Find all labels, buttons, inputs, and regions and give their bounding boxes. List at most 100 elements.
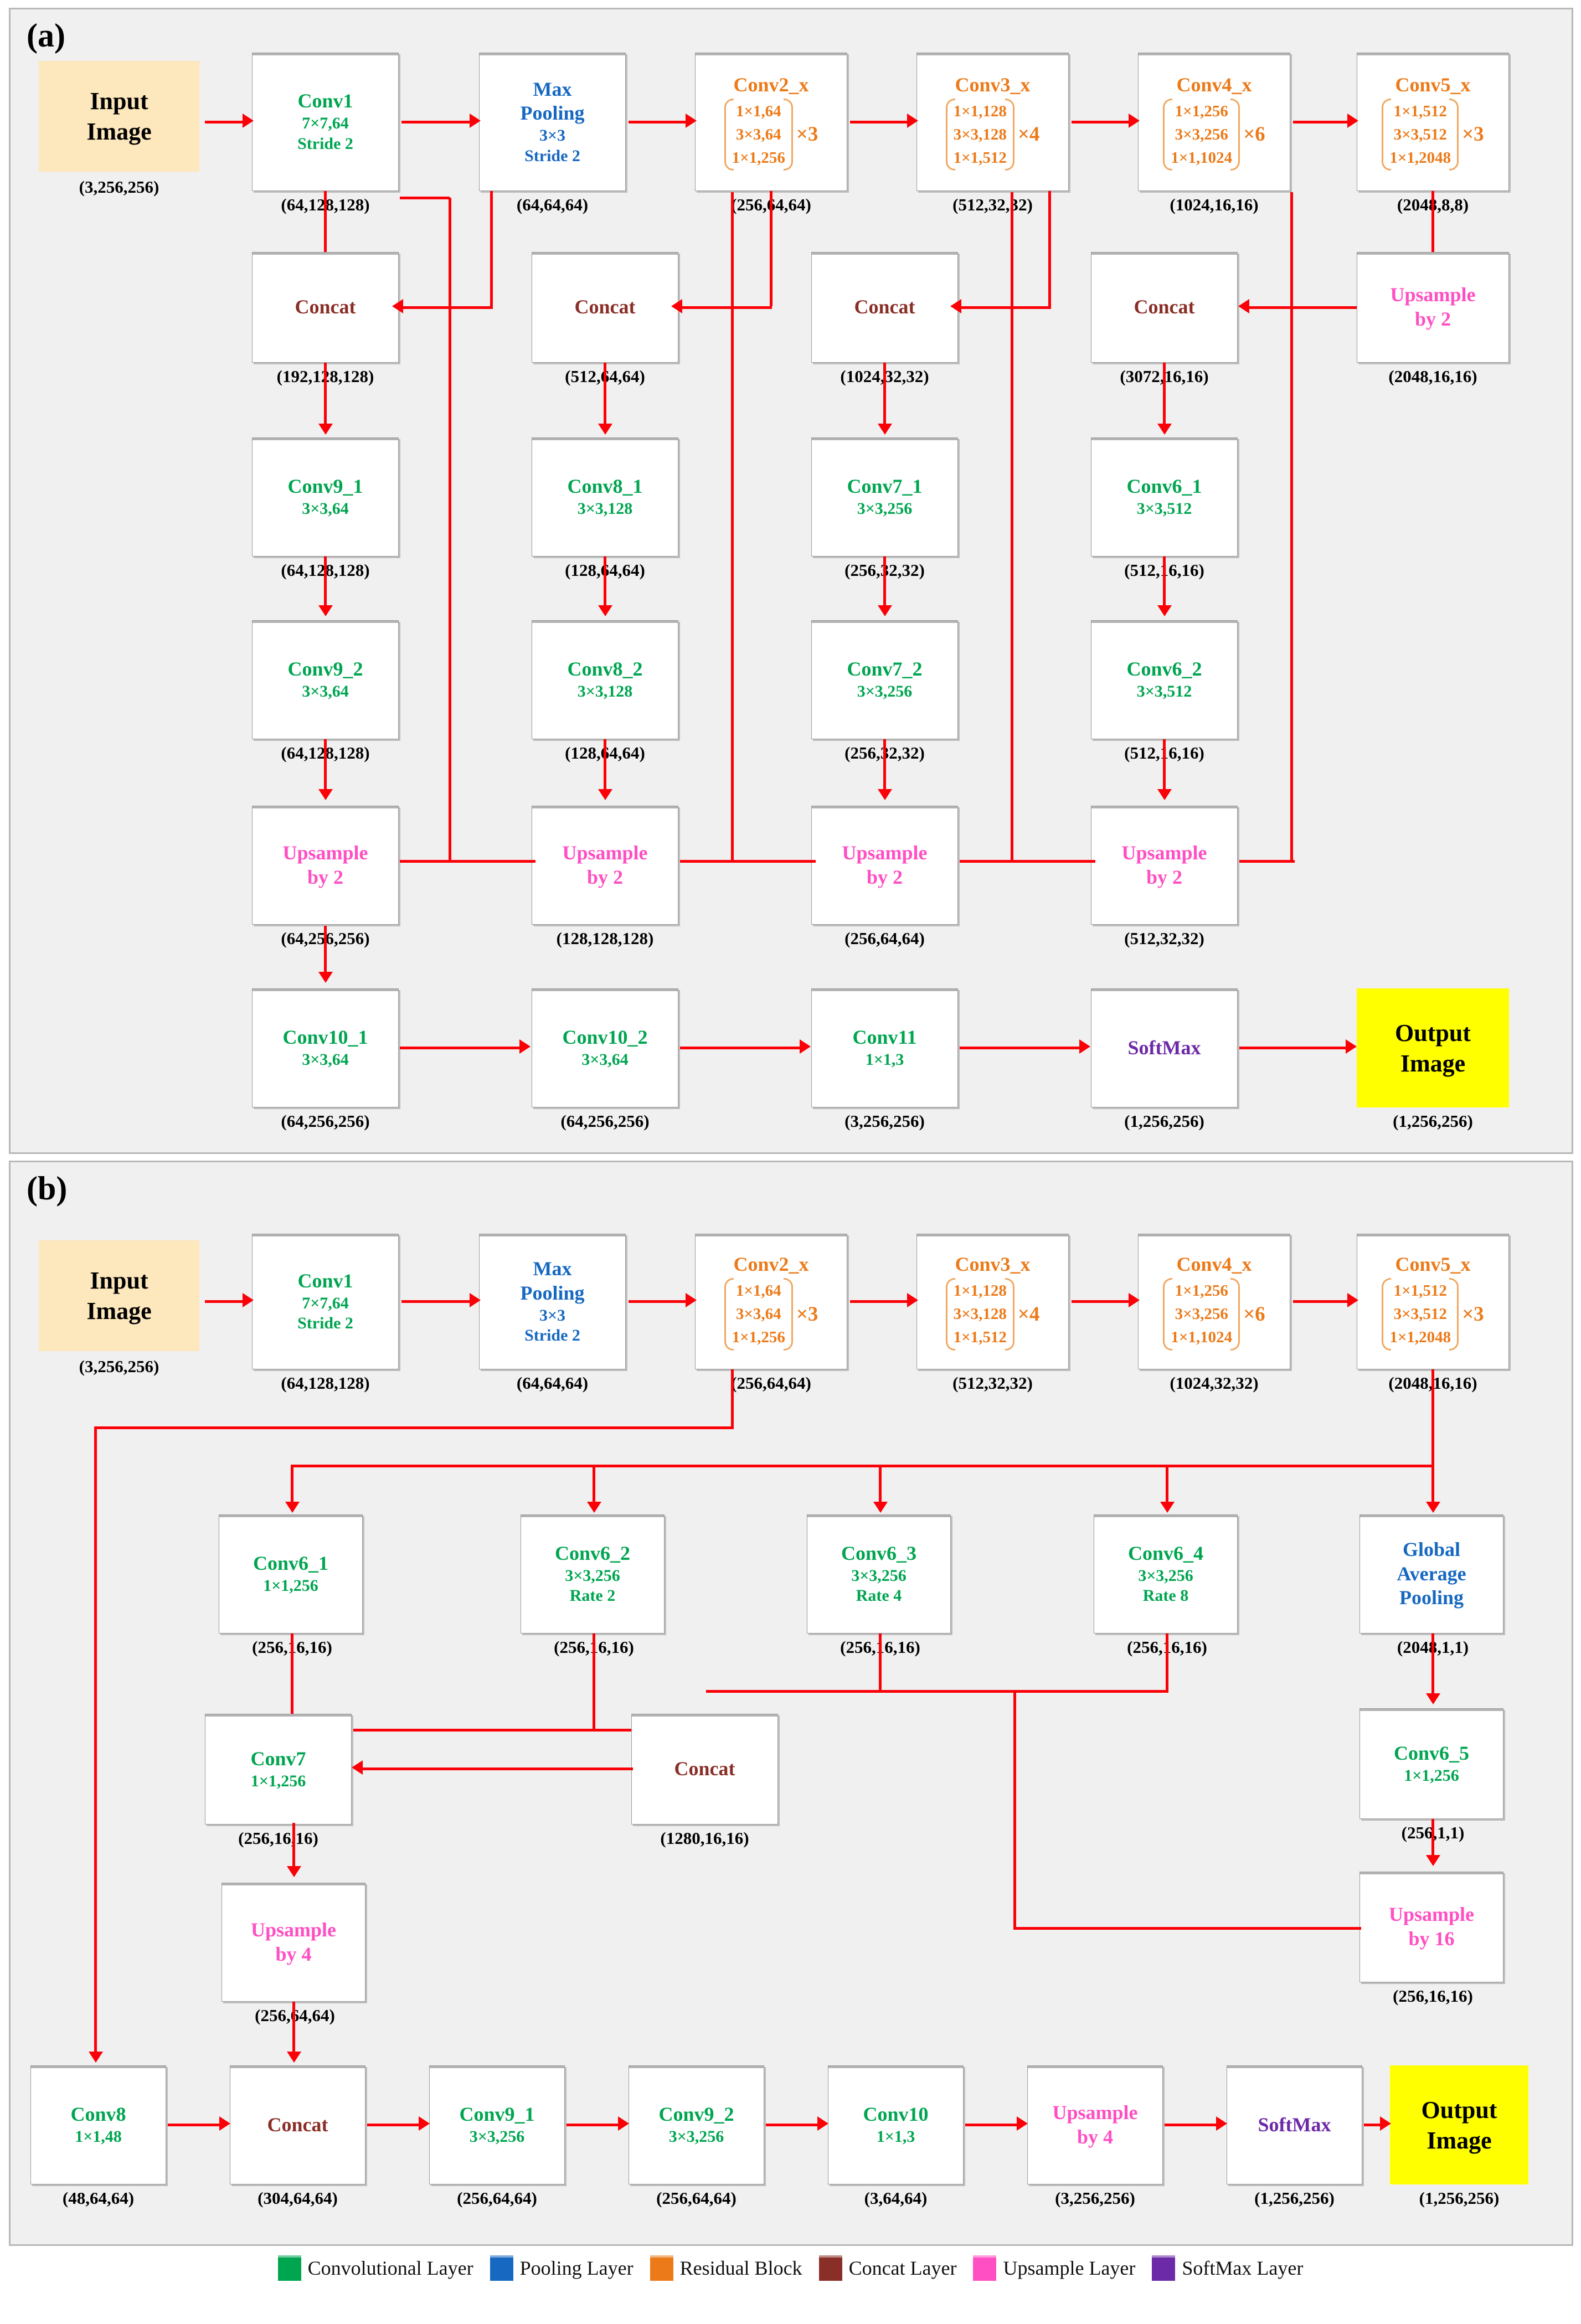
conv3x-r3-b: 1×1,512 xyxy=(953,1328,1007,1347)
node-concat-3-a: Concat xyxy=(811,252,958,363)
arrow-head xyxy=(318,972,333,983)
conv5x-r1-b: 1×1,512 xyxy=(1393,1282,1447,1300)
wire xyxy=(883,556,886,606)
wire xyxy=(706,1690,1168,1693)
arrow-head xyxy=(907,114,918,128)
arrow-head xyxy=(587,1502,601,1513)
conv6-4-title-b: Conv6_4 xyxy=(1127,1542,1204,1564)
node-upsample-4-a: Upsample by 2 xyxy=(1091,806,1238,925)
arrow-line xyxy=(205,1300,244,1303)
wire xyxy=(770,191,773,306)
upsample-4-line1-a: Upsample xyxy=(1121,841,1207,864)
conv8-2-title-a: Conv8_2 xyxy=(567,658,643,681)
conv10-1-title-a: Conv10_1 xyxy=(282,1026,368,1049)
arrow-head xyxy=(1380,2116,1391,2131)
node-conv4x-b: Conv4_x 1×1,256 3×3,256 1×1,1024 ×6 xyxy=(1138,1234,1290,1369)
upsample-4-line2-a: by 2 xyxy=(1146,865,1183,888)
node-conv1-a: Conv1 7×7,64 Stride 2 xyxy=(252,53,399,191)
upsample-2-line2-a: by 2 xyxy=(586,865,624,888)
arrow-head xyxy=(1157,424,1172,435)
node-conv4x-a: Conv4_x 1×1,256 3×3,256 1×1,1024 ×6 xyxy=(1138,53,1290,191)
conv8-title-b: Conv8 xyxy=(70,2103,126,2126)
conv2x-r2-b: 3×3,64 xyxy=(735,1305,781,1323)
input-image-a: Input Image xyxy=(39,61,199,172)
wire xyxy=(291,1465,1434,1467)
conv2x-mult-b: ×3 xyxy=(796,1302,818,1326)
conv6-2-title-b: Conv6_2 xyxy=(554,1542,631,1564)
maxpool-line2-a: Pooling xyxy=(520,102,585,125)
node-softmax-b: SoftMax xyxy=(1227,2065,1362,2184)
arrow-head xyxy=(1238,299,1249,313)
conv3x-title-b: Conv3_x xyxy=(955,1253,1031,1276)
concat-3-label-a: Concat xyxy=(854,296,915,318)
dim-conv3x-a: (512,32,32) xyxy=(952,195,1033,214)
wire xyxy=(292,1823,295,1867)
node-conv3x-a: Conv3_x 1×1,128 3×3,128 1×1,512 ×4 xyxy=(916,53,1069,191)
wire xyxy=(291,1634,293,1730)
node-conv6-4-b: Conv6_4 3×3,256 Rate 8 xyxy=(1094,1514,1238,1634)
wire xyxy=(1048,191,1051,306)
conv2x-r2-a: 3×3,64 xyxy=(735,125,781,143)
conv6-3-rate-b: Rate 4 xyxy=(856,1586,902,1605)
node-conv6-2-b: Conv6_2 3×3,256 Rate 2 xyxy=(521,1514,665,1634)
arrow-head xyxy=(671,299,682,313)
upsample4-mid-line1-b: Upsample xyxy=(250,1918,337,1941)
node-maxpool-b: Max Pooling 3×3 Stride 2 xyxy=(479,1234,626,1369)
wire xyxy=(1431,1369,1434,1466)
conv4x-resblock-b: 1×1,256 3×3,256 1×1,1024 ×6 xyxy=(1163,1278,1265,1351)
node-conv5x-b: Conv5_x 1×1,512 3×3,512 1×1,2048 ×3 xyxy=(1357,1234,1509,1369)
node-global-avg-pooling-b: Global Average Pooling xyxy=(1359,1514,1503,1634)
node-upsample4-tail-b: Upsample by 4 xyxy=(1027,2065,1163,2184)
conv6-4-rate-b: Rate 8 xyxy=(1142,1586,1189,1605)
wire xyxy=(960,1047,1080,1049)
upsample-top-line2-a: by 2 xyxy=(1414,308,1451,330)
node-concat-aspp-b: Concat xyxy=(631,1714,778,1825)
dim-upsample16-b: (256,16,16) xyxy=(1393,1986,1473,2006)
wire xyxy=(94,1426,734,1429)
conv5x-resblock-b: 1×1,512 3×3,512 1×1,2048 ×3 xyxy=(1382,1278,1484,1351)
arrow-head xyxy=(878,605,892,616)
arrow-line xyxy=(401,121,471,123)
node-conv10-b: Conv10 1×1,3 xyxy=(828,2065,964,2184)
arrow-head xyxy=(1157,789,1172,800)
conv7-title-b: Conv7 xyxy=(250,1747,306,1770)
dim-softmax-b: (1,256,256) xyxy=(1254,2188,1335,2208)
wire xyxy=(1163,363,1166,425)
node-softmax-a: SoftMax xyxy=(1091,988,1238,1107)
arrow-line xyxy=(629,1300,687,1303)
wire xyxy=(680,860,816,863)
wire xyxy=(960,860,1095,863)
node-conv6-2-a: Conv6_2 3×3,512 xyxy=(1091,620,1238,739)
conv2x-r3-b: 1×1,256 xyxy=(732,1328,785,1347)
conv2x-title-b: Conv2_x xyxy=(733,1253,809,1276)
concat-2-label-a: Concat xyxy=(574,296,636,318)
wire xyxy=(1013,1690,1016,1928)
wire xyxy=(168,2124,220,2126)
node-upsample-2-a: Upsample by 2 xyxy=(532,806,678,925)
arrow-head xyxy=(686,1293,697,1307)
dim-conv8-b: (48,64,64) xyxy=(62,2188,135,2208)
arrow-head xyxy=(219,2116,230,2131)
softmax-title-a: SoftMax xyxy=(1127,1036,1201,1059)
maxpool-line1-a: Max xyxy=(533,78,572,100)
wire xyxy=(593,1465,595,1506)
legend-swatch-pooling-layer xyxy=(490,2255,513,2281)
conv1-title-b: Conv1 xyxy=(297,1269,353,1292)
node-upsample16-b: Upsample by 16 xyxy=(1359,1872,1503,1982)
arrow-head xyxy=(878,424,892,435)
output-image-line2-a: Image xyxy=(1400,1049,1466,1077)
wire xyxy=(1166,1465,1168,1506)
dim-upsample-2-a: (128,128,128) xyxy=(556,929,654,948)
wire xyxy=(1011,192,1013,862)
conv6-1-kernel-b: 1×1,256 xyxy=(263,1576,318,1595)
arrow-head xyxy=(419,2116,430,2131)
wire xyxy=(292,2002,295,2054)
wire xyxy=(567,2124,619,2126)
dim-conv11-a: (3,256,256) xyxy=(844,1111,925,1131)
conv3x-resblock-a: 1×1,128 3×3,128 1×1,512 ×4 xyxy=(945,98,1039,171)
arrow-head xyxy=(950,299,961,313)
legend: Convolutional Layer Pooling Layer Residu… xyxy=(0,2246,1581,2290)
node-conv9-2-a: Conv9_2 3×3,64 xyxy=(252,620,399,739)
dim-output-a: (1,256,256) xyxy=(1393,1111,1473,1131)
dim-output-b: (1,256,256) xyxy=(1419,2188,1500,2208)
